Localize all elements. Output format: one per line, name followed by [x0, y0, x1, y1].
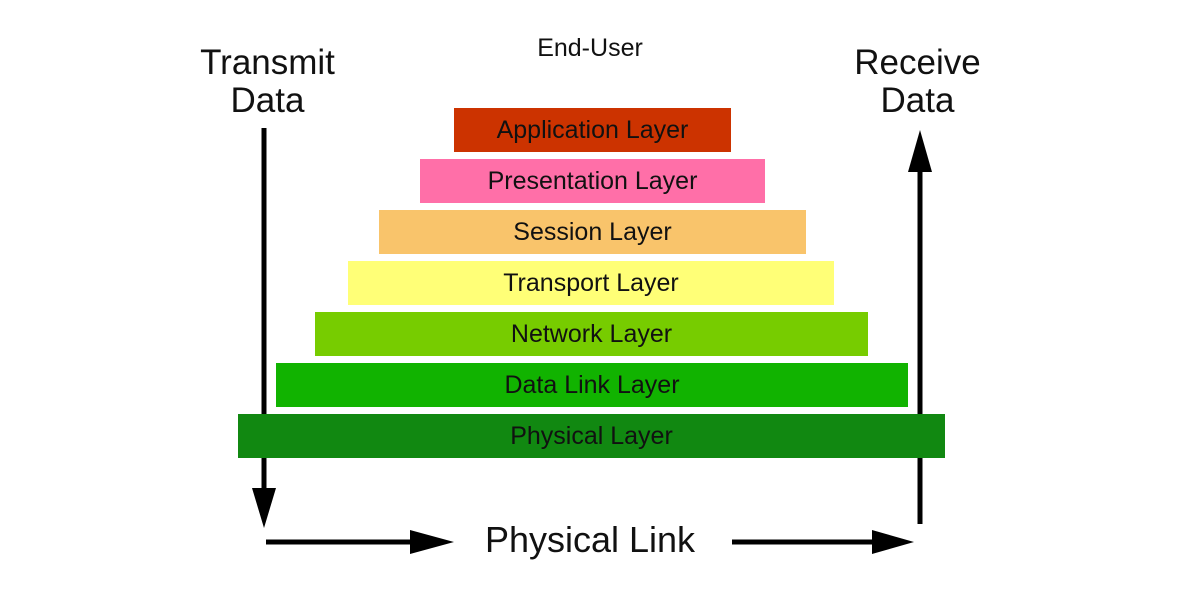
- receive-label-line2: Data: [880, 81, 955, 120]
- receive-label-line1: Receive: [854, 43, 981, 82]
- end-user-label: End-User: [537, 34, 643, 62]
- layer-transport: Transport Layer: [348, 261, 834, 305]
- transmit-arrow-head: [252, 488, 276, 528]
- link-arrow-right-head: [872, 530, 914, 554]
- layer-session: Session Layer: [379, 210, 806, 254]
- layer-application: Application Layer: [454, 108, 731, 152]
- transmit-data-label: Transmit Data: [175, 44, 360, 120]
- layer-data-link: Data Link Layer: [276, 363, 908, 407]
- layer-presentation: Presentation Layer: [420, 159, 765, 203]
- link-arrow-left-head: [410, 530, 454, 554]
- layer-network: Network Layer: [315, 312, 868, 356]
- receive-data-label: Receive Data: [825, 44, 1010, 120]
- layer-physical: Physical Layer: [238, 414, 945, 458]
- transmit-label-line2: Data: [230, 81, 305, 120]
- transmit-label-line1: Transmit: [200, 43, 335, 82]
- physical-link-label: Physical Link: [484, 519, 696, 560]
- receive-arrow-head: [908, 130, 932, 172]
